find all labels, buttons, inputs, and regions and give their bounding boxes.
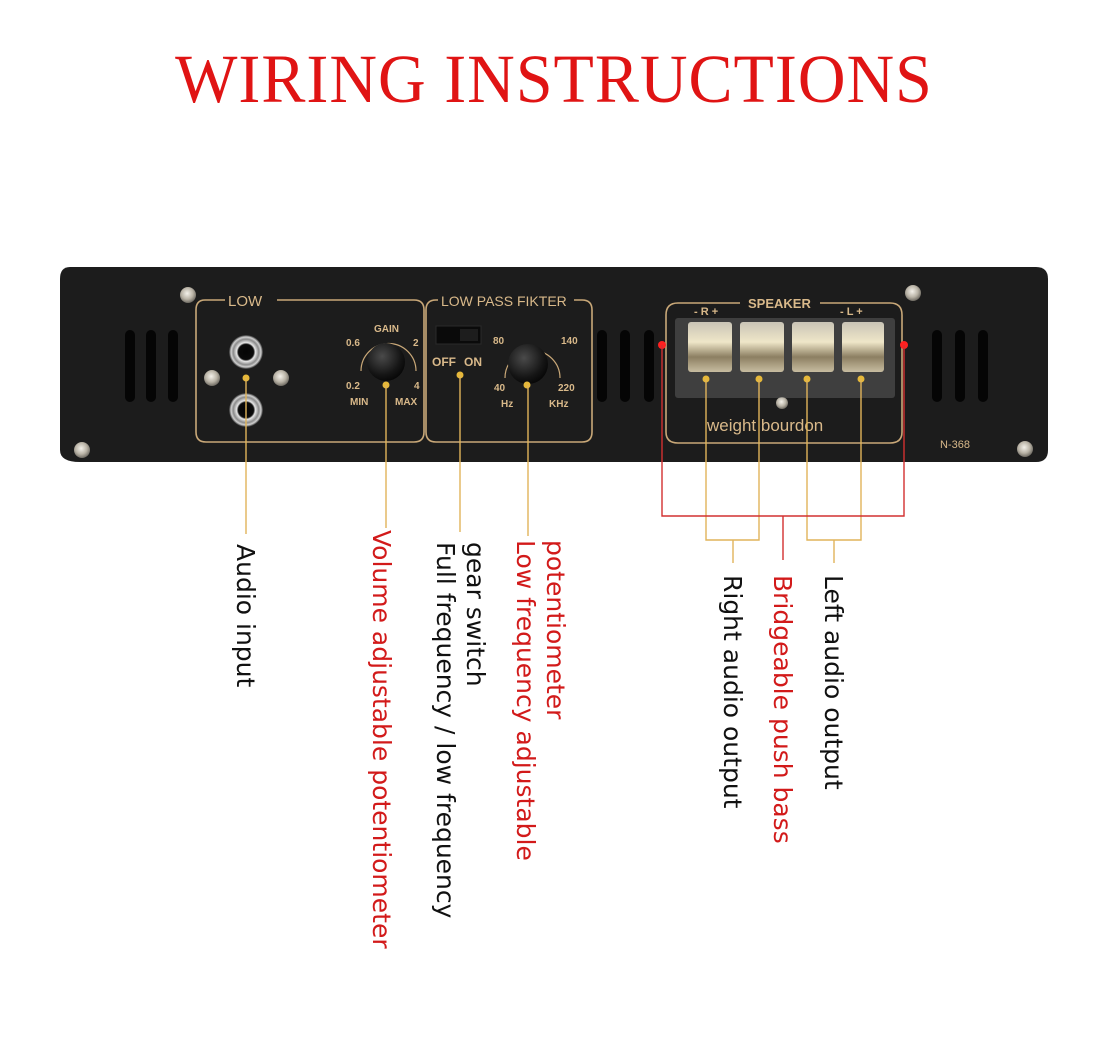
label-lpf-line1: potentiometer (541, 540, 570, 720)
switch-off-label: OFF (432, 355, 456, 369)
label-left-audio-output: Left audio output (819, 575, 848, 790)
rca-jack-top[interactable] (229, 335, 263, 369)
filter-section-frame (425, 299, 593, 443)
gain-min-label: MIN (350, 397, 368, 408)
label-lpf-potentiometer: potentiometer Low frequency adjustable (508, 540, 570, 861)
leader-lines-gold (245, 375, 862, 563)
low-section-frame (195, 299, 425, 443)
freq-hz-label: Hz (501, 399, 513, 410)
gain-scale-3: 4 (414, 381, 420, 392)
speaker-terminals (688, 322, 884, 372)
screw-icons (74, 285, 1033, 458)
vent-slots-middle (597, 330, 654, 402)
gain-scale-0: 0.2 (346, 381, 360, 392)
vent-slots-right (932, 330, 988, 402)
vent-slots-left (125, 330, 178, 402)
gain-max-label: MAX (395, 397, 418, 408)
speaker-section-frame (665, 302, 903, 444)
left-polarity-label: - L + (840, 306, 863, 318)
speaker-heading: SPEAKER (748, 296, 811, 311)
freq-knob[interactable] (508, 344, 548, 384)
label-audio-input: Audio input (231, 544, 260, 688)
filter-heading: LOW PASS FIKTER (441, 293, 567, 309)
freq-scale-80: 80 (493, 336, 505, 347)
amplifier-panel (60, 267, 1048, 462)
terminal-r-plus[interactable] (740, 322, 784, 372)
brand-label: weight bourdon (706, 416, 823, 435)
terminal-l-minus[interactable] (792, 322, 834, 372)
gain-knob[interactable] (367, 343, 405, 381)
gain-label: GAIN (374, 324, 399, 335)
label-right-audio-output: Right audio output (718, 575, 747, 809)
freq-scale-220: 220 (558, 383, 575, 394)
gain-scale-2: 2 (413, 338, 419, 349)
switch-on-label: ON (464, 355, 482, 369)
page-title: WIRING INSTRUCTIONS (175, 41, 933, 118)
right-polarity-label: - R + (694, 306, 718, 318)
label-gear-switch-line2: Full frequency / low frequency (431, 542, 460, 919)
freq-marker (523, 381, 531, 389)
model-label: N-368 (940, 439, 970, 451)
terminal-r-minus[interactable] (688, 322, 732, 372)
terminal-l-plus[interactable] (842, 322, 884, 372)
freq-scale-40: 40 (494, 383, 506, 394)
label-gear-switch: gear switch Full frequency / low frequen… (428, 542, 490, 918)
label-bridgeable-push-bass: Bridgeable push bass (768, 575, 797, 844)
freq-khz-label: KHz (549, 399, 568, 410)
leader-lines-red (661, 345, 905, 560)
gain-scale-1: 0.6 (346, 338, 360, 349)
label-volume-potentiometer: Volume adjustable potentiometer (367, 530, 396, 949)
freq-scale-140: 140 (561, 336, 578, 347)
label-gear-switch-line1: gear switch (461, 542, 490, 687)
label-lpf-line2: Low frequency adjustable (511, 540, 540, 861)
low-heading: LOW (228, 293, 263, 310)
